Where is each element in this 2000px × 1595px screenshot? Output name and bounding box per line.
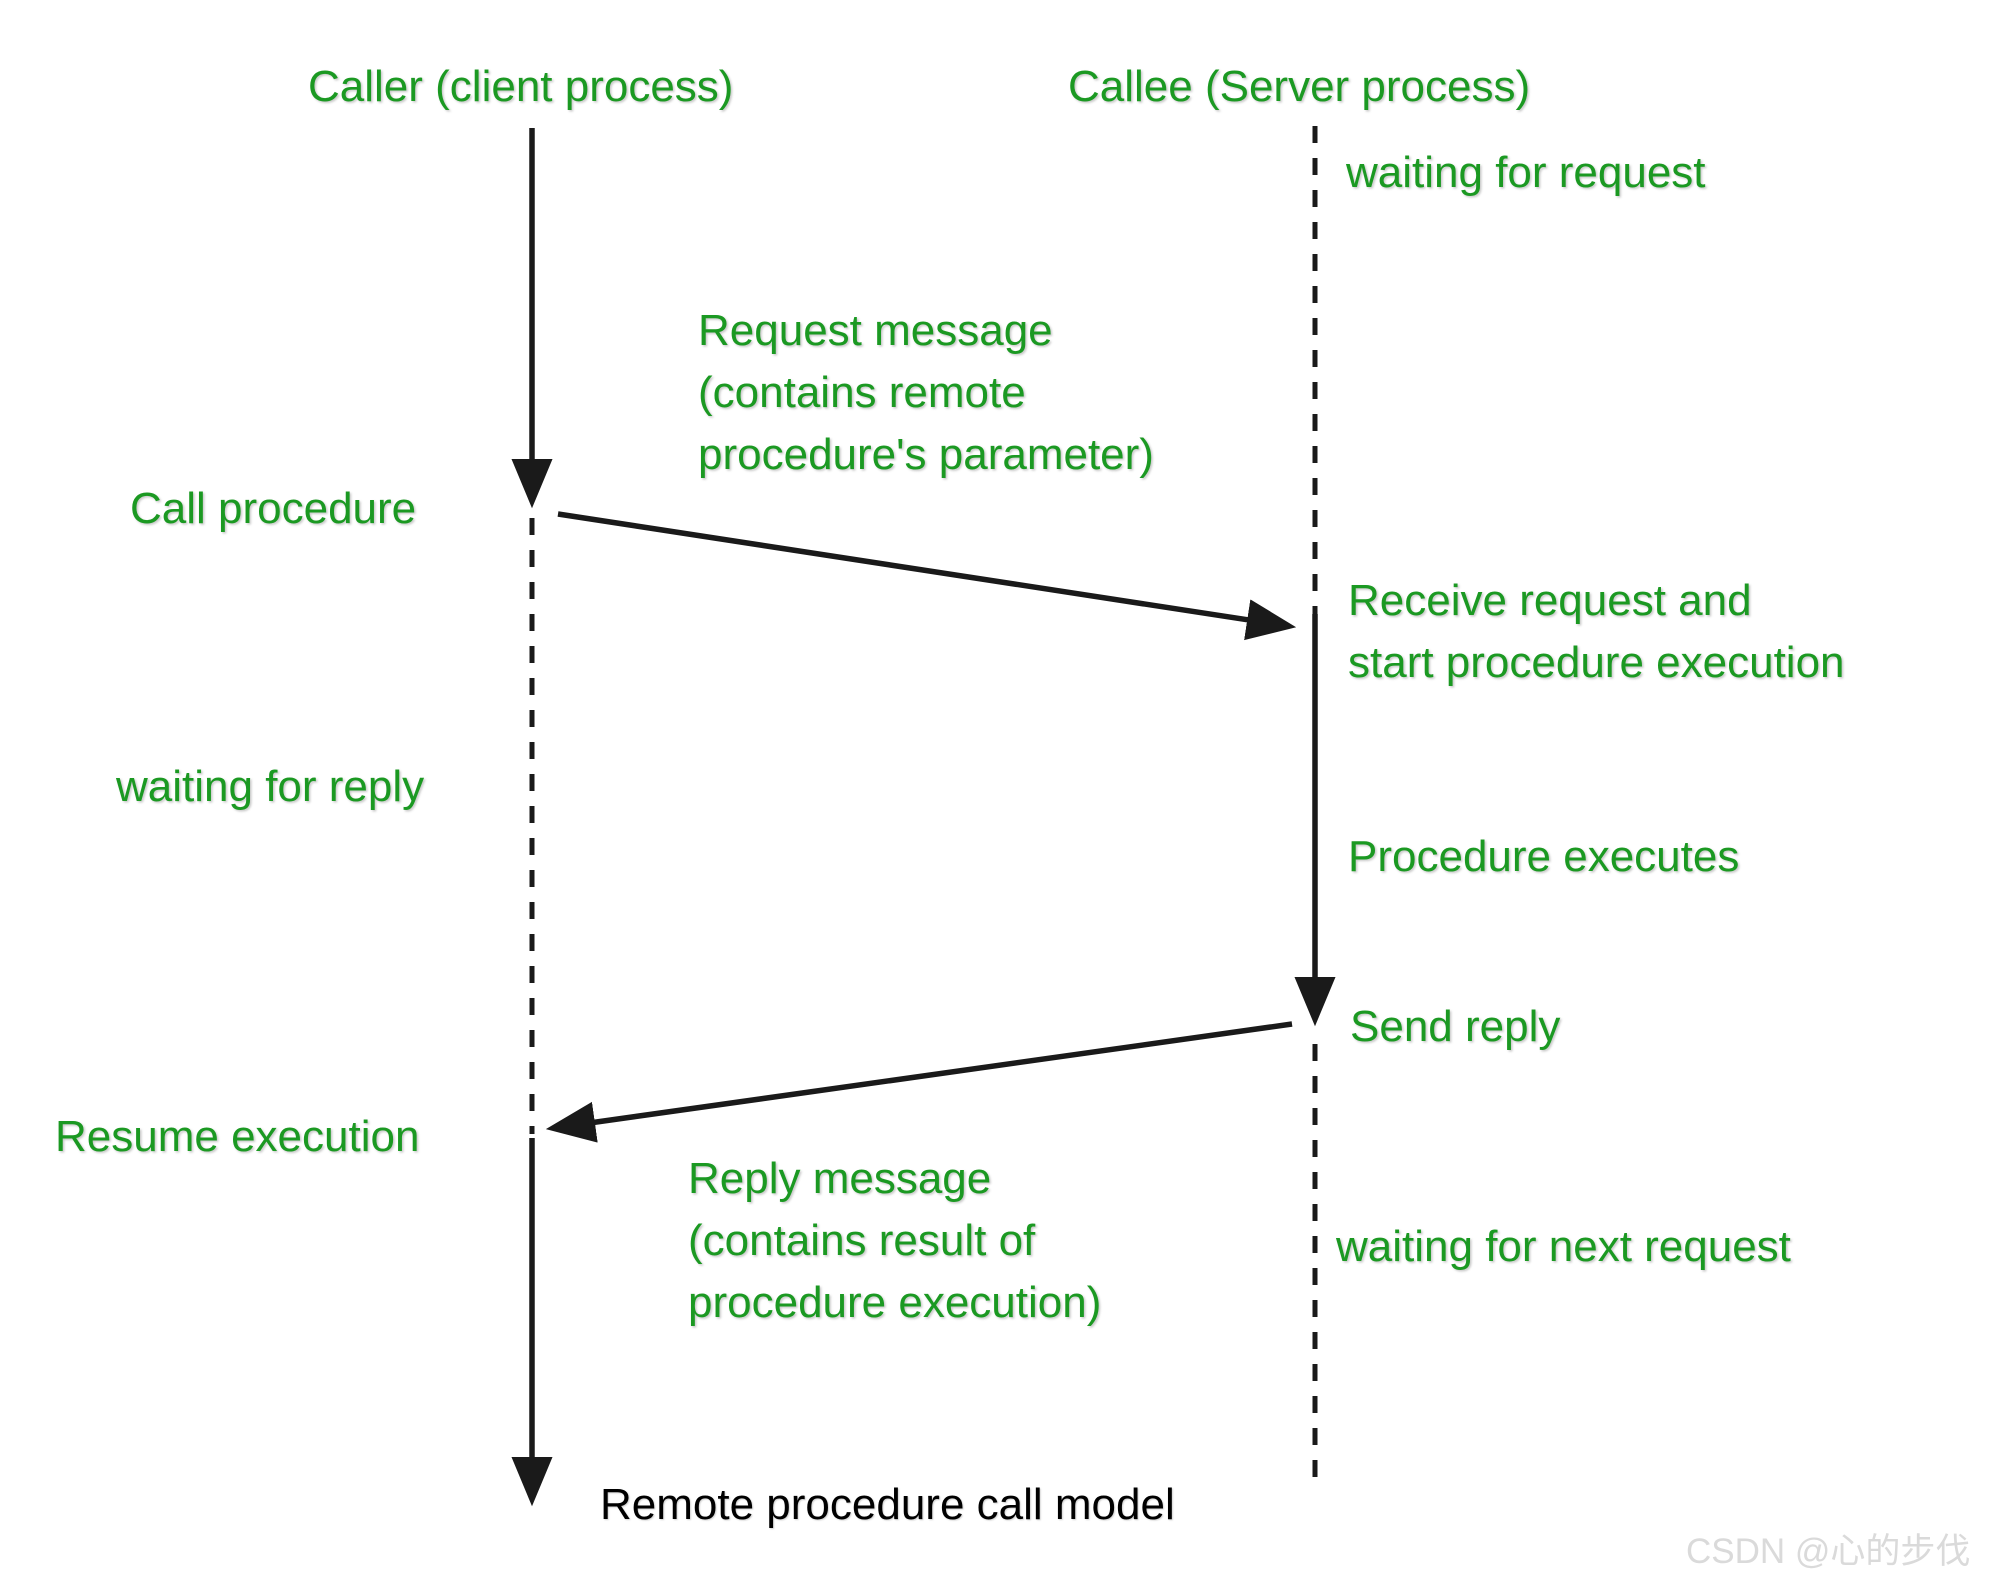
caller-title: Caller (client process) — [308, 62, 734, 111]
reply-message-line-1: Reply message — [688, 1154, 992, 1203]
resume-execution-label: Resume execution — [55, 1112, 420, 1161]
receive-request-line-1: Receive request and — [1348, 576, 1752, 625]
reply-message-arrow — [545, 1021, 1293, 1143]
reply-message-line-2: (contains result of — [688, 1216, 1036, 1265]
waiting-for-next-request-label: waiting for next request — [1336, 1222, 1791, 1271]
call-procedure-label: Call procedure — [130, 484, 417, 533]
callee-title: Callee (Server process) — [1068, 62, 1531, 111]
receive-request-line-2: start procedure execution — [1348, 638, 1845, 687]
receive-request-label: Receive request and start procedure exec… — [1348, 570, 1845, 694]
diagram-caption: Remote procedure call model — [600, 1480, 1175, 1529]
request-message-line-2: (contains remote — [698, 368, 1026, 417]
request-message-label: Request message (contains remote procedu… — [698, 300, 1154, 486]
send-reply-label: Send reply — [1350, 1002, 1561, 1051]
procedure-executes-label: Procedure executes — [1348, 832, 1740, 881]
waiting-for-request-label: waiting for request — [1346, 148, 1706, 197]
csdn-watermark: CSDN @心的步伐 — [1686, 1532, 1971, 1571]
request-message-arrow — [557, 511, 1297, 641]
request-message-line-1: Request message — [698, 306, 1053, 355]
reply-message-label: Reply message (contains result of proced… — [688, 1148, 1101, 1334]
waiting-for-reply-label: waiting for reply — [116, 762, 425, 811]
reply-message-line-3: procedure execution) — [688, 1278, 1102, 1327]
request-message-line-3: procedure's parameter) — [698, 430, 1154, 479]
